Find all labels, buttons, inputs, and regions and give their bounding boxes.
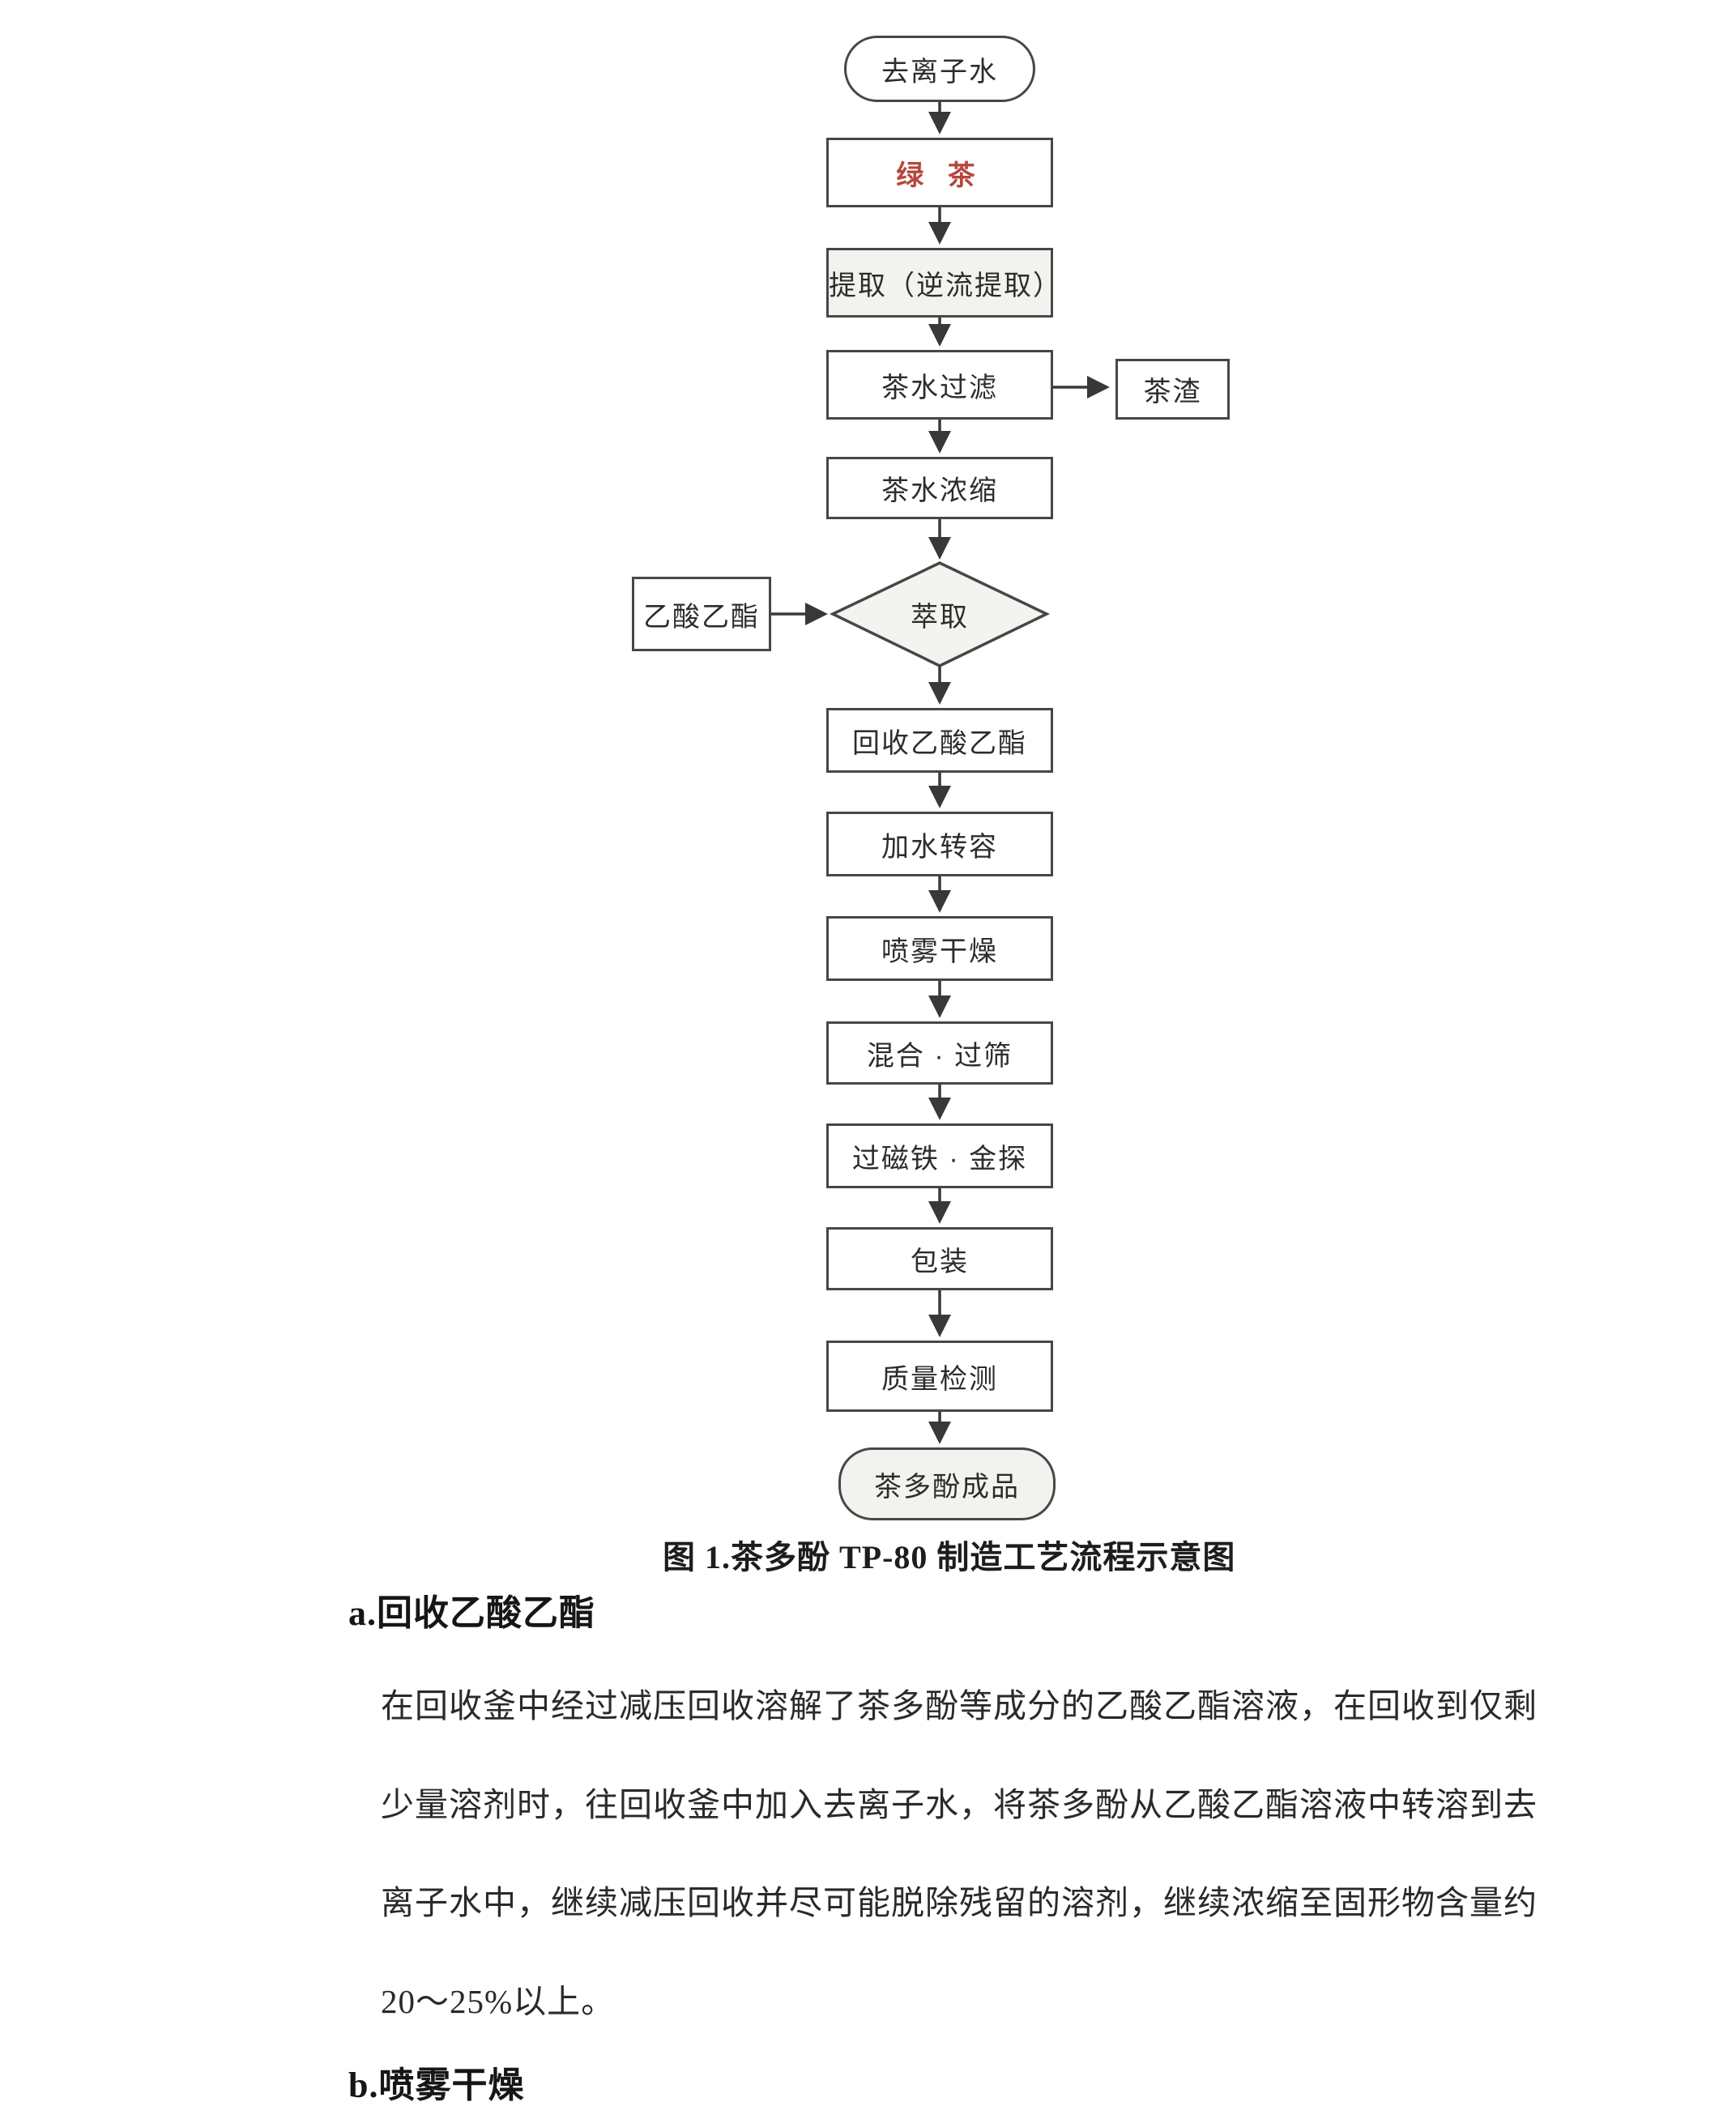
node-ethyl-acetate: 乙酸乙酯 [632,577,771,651]
figure-caption: 图 1.茶多酚 TP-80 制造工艺流程示意图 [663,1539,1236,1575]
node-tea-residue: 茶渣 [1115,359,1230,420]
node-solvent-extraction: 萃取 [911,602,969,633]
node-tea-concentrate: 茶水浓缩 [826,457,1053,519]
node-deionized-water: 去离子水 [844,36,1035,102]
process-flowchart: 去离子水 绿 茶 提取（逆流提取） 茶水过滤 茶渣 茶水浓缩 乙酸乙酯 萃取 回… [632,36,1230,1520]
green-tea-label: 绿 茶 [896,160,983,191]
section-a-heading: a.回收乙酸乙酯 [348,1593,595,1633]
paragraph-line: 少量溶剂时，往回收釜中加入去离子水，将茶多酚从乙酸乙酯溶液中转溶到去 [381,1786,1538,1823]
node-mix-sieve: 混合 · 过筛 [826,1021,1053,1085]
paragraph-line: 在回收釜中经过减压回收溶解了茶多酚等成分的乙酸乙酯溶液，在回收到仅剩 [381,1687,1538,1724]
node-final-product: 茶多酚成品 [838,1447,1056,1520]
node-add-water-transfer: 加水转容 [826,812,1053,876]
paragraph-line: 20～25%以上。 [381,1983,616,2020]
node-magnet-metal-detector: 过磁铁 · 金探 [826,1123,1053,1188]
node-extraction: 提取（逆流提取） [826,248,1060,318]
paragraph-line: 离子水中，继续减压回收并尽可能脱除残留的溶剂，继续浓缩至固形物含量约 [381,1884,1538,1921]
node-packaging: 包装 [826,1227,1053,1290]
node-tea-filter: 茶水过滤 [826,350,1053,420]
section-b-heading: b.喷雾干燥 [348,2066,525,2105]
node-green-tea: 绿 茶 [826,138,1053,207]
node-quality-inspection: 质量检测 [826,1341,1053,1412]
node-spray-drying: 喷雾干燥 [826,916,1053,981]
node-recover-ethyl-acetate: 回收乙酸乙酯 [826,708,1053,773]
